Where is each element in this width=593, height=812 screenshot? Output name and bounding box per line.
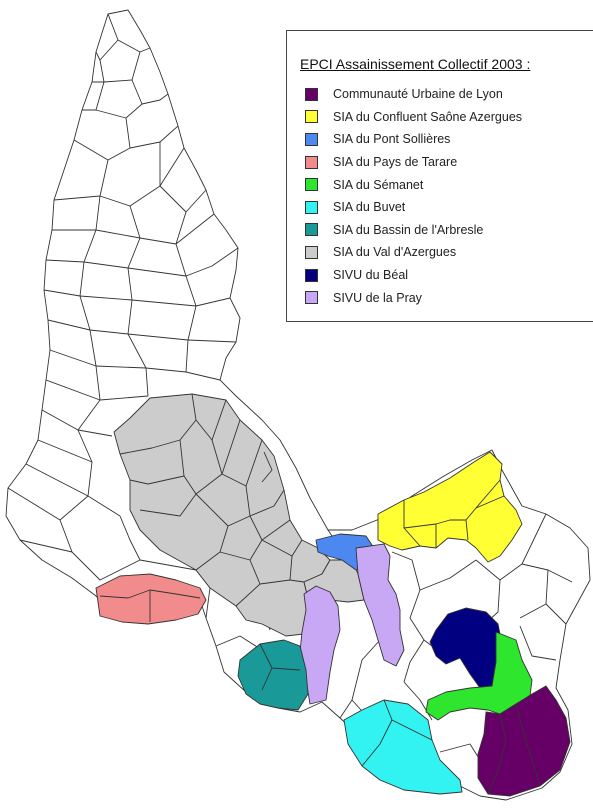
lyon-lines bbox=[487, 703, 541, 795]
legend-item: SIVU de la Pray bbox=[305, 286, 522, 309]
legend-label: SIA du Sémanet bbox=[333, 177, 424, 192]
region-sivu-de-la-pray bbox=[299, 543, 405, 705]
val-dazergues-commune-lines bbox=[119, 393, 305, 607]
region-pays-de-tarare bbox=[95, 573, 207, 625]
pays-de-tarare-lines bbox=[99, 589, 201, 622]
legend-label: SIVU de la Pray bbox=[333, 290, 422, 305]
legend-swatch bbox=[305, 268, 318, 282]
legend-item: SIA du Buvet bbox=[305, 196, 522, 219]
legend-label: SIA du Confluent Saône Azergues bbox=[333, 109, 523, 124]
legend-label: SIA du Buvet bbox=[333, 200, 406, 215]
legend-item: SIA du Bassin de l'Arbresle bbox=[305, 219, 522, 242]
legend-label: SIA du Pont Sollières bbox=[333, 132, 451, 147]
legend-item: SIA du Pont Sollières bbox=[305, 128, 522, 151]
legend-item: SIA du Confluent Saône Azergues bbox=[305, 106, 522, 129]
legend-item: SIA du Val d'Azergues bbox=[305, 241, 522, 264]
region-confluent-saone-azergues bbox=[377, 451, 523, 563]
bassin-de-larbresle-lines bbox=[259, 643, 301, 691]
legend-label: SIA du Pays de Tarare bbox=[333, 155, 458, 170]
region-communaute-urbaine-de-lyon bbox=[477, 685, 571, 797]
region-bassin-de-larbresle bbox=[237, 639, 309, 711]
legend-swatch bbox=[305, 200, 318, 214]
region-semanet bbox=[425, 631, 533, 721]
legend-item: Communauté Urbaine de Lyon bbox=[305, 83, 522, 106]
legend-item: SIVU du Béal bbox=[305, 264, 522, 287]
commune-boundaries bbox=[7, 13, 573, 761]
legend-label: SIVU du Béal bbox=[333, 268, 409, 283]
legend-item: SIA du Sémanet bbox=[305, 173, 522, 196]
legend-swatch bbox=[305, 87, 318, 101]
legend-label: SIA du Bassin de l'Arbresle bbox=[333, 222, 484, 237]
legend-label: SIA du Val d'Azergues bbox=[333, 245, 457, 260]
buvet-lines bbox=[361, 699, 433, 767]
legend-swatch bbox=[305, 132, 318, 146]
legend-title: EPCI Assainissement Collectif 2003 : bbox=[300, 56, 531, 72]
legend-label: Communauté Urbaine de Lyon bbox=[333, 87, 503, 102]
legend-list: Communauté Urbaine de Lyon SIA du Conflu… bbox=[305, 83, 522, 309]
region-buvet bbox=[343, 699, 463, 795]
legend-box: EPCI Assainissement Collectif 2003 : Com… bbox=[286, 30, 593, 322]
legend-swatch bbox=[305, 155, 318, 169]
legend-swatch bbox=[305, 223, 318, 237]
legend-swatch bbox=[305, 291, 318, 305]
confluent-lines bbox=[403, 479, 505, 548]
legend-swatch bbox=[305, 178, 318, 192]
legend-swatch bbox=[305, 245, 318, 259]
legend-swatch bbox=[305, 110, 318, 124]
legend-item: SIA du Pays de Tarare bbox=[305, 151, 522, 174]
